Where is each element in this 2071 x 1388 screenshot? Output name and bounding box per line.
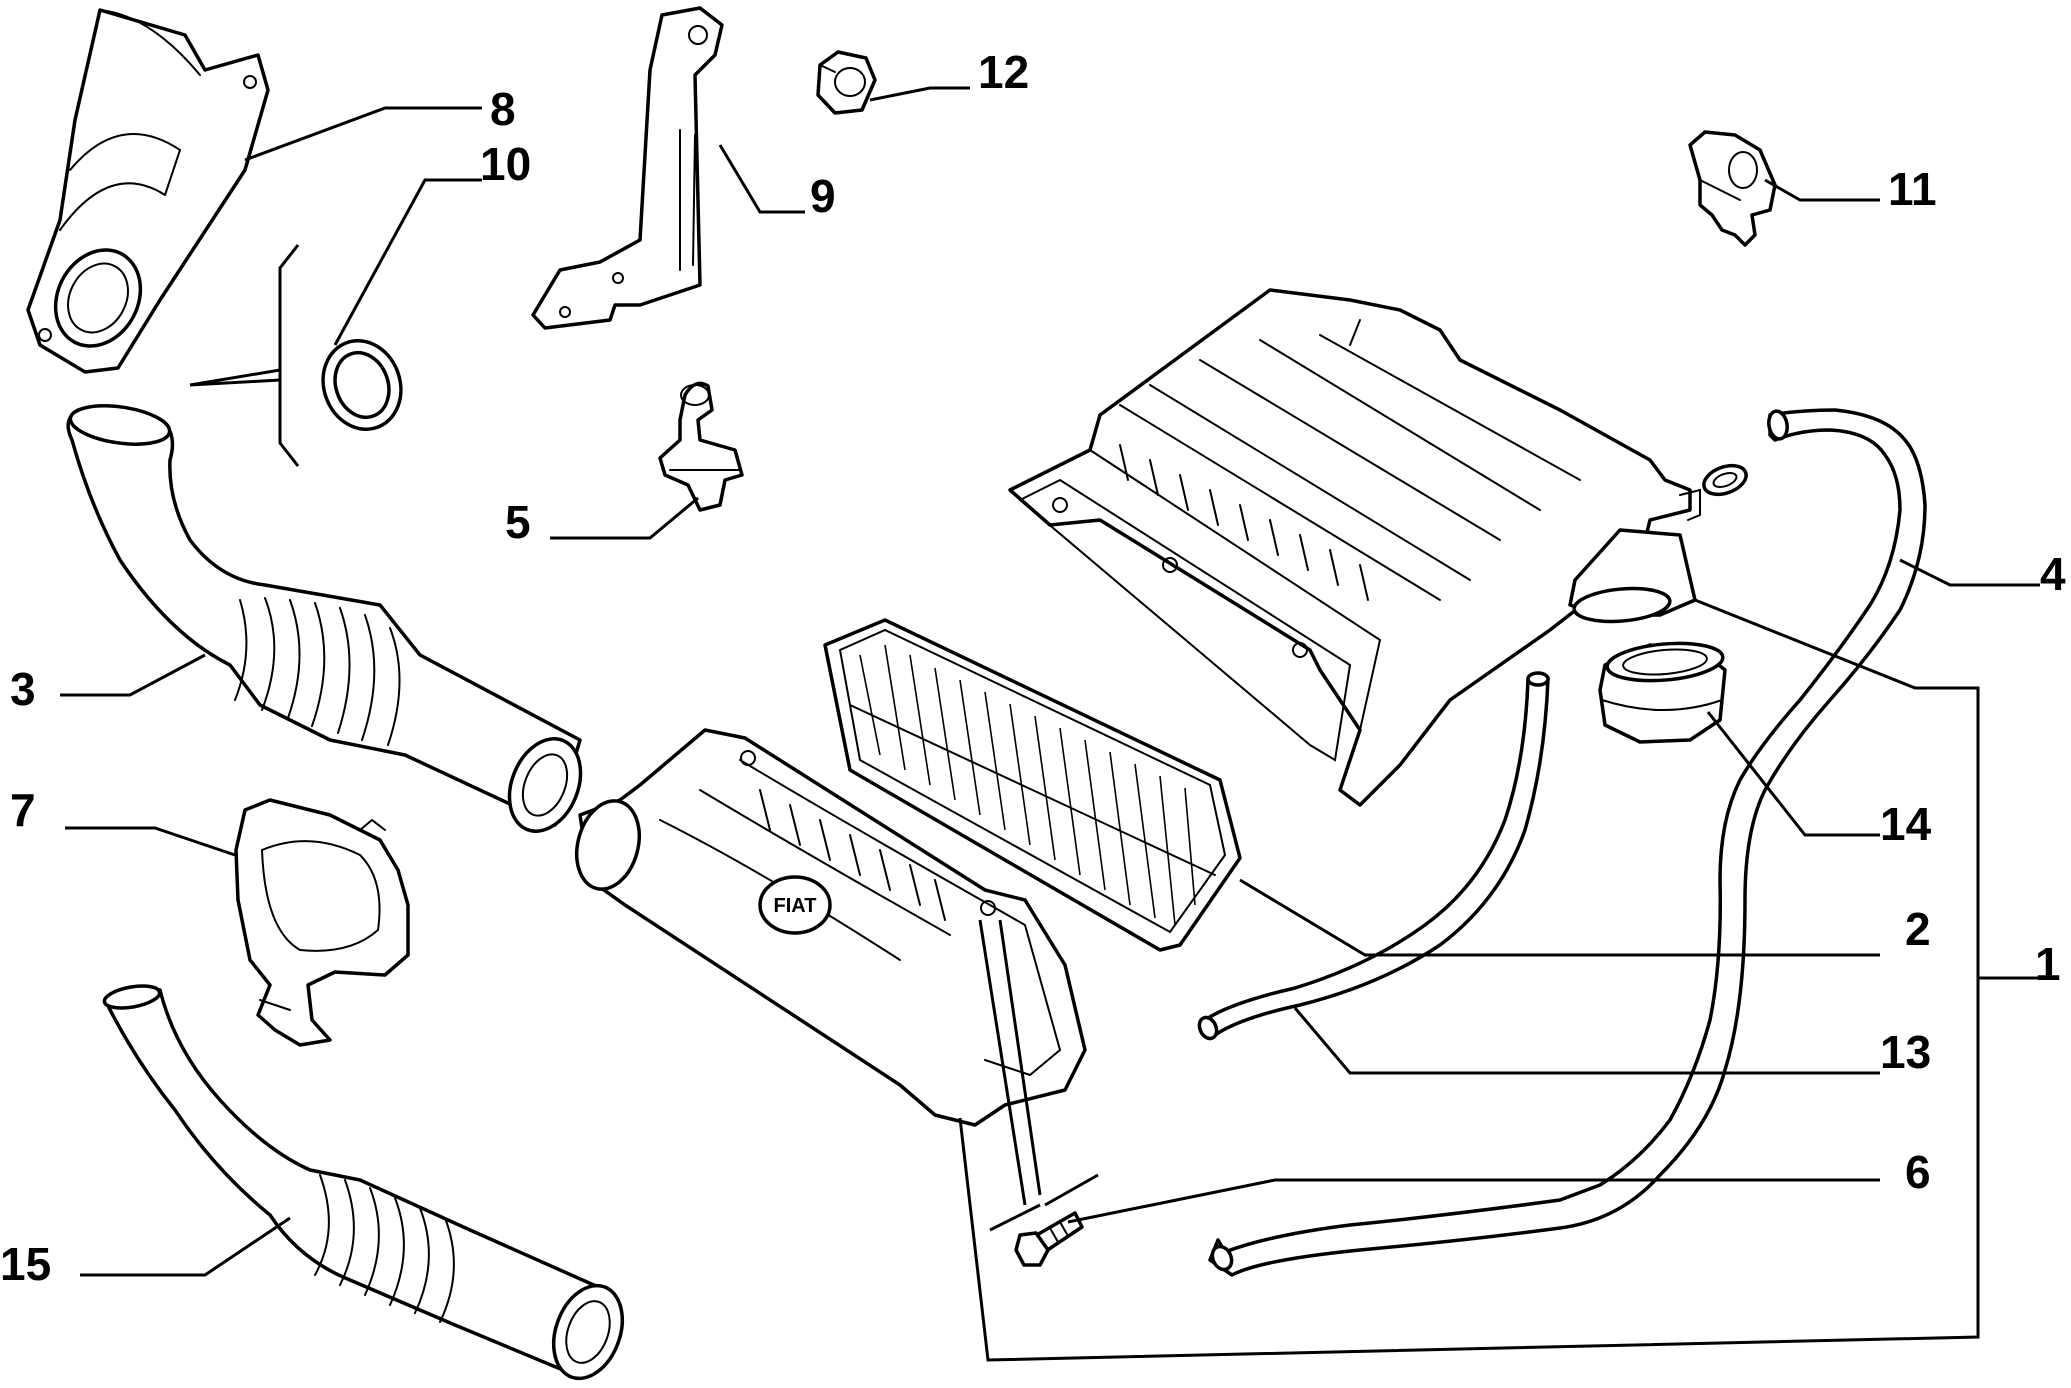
leader-9: [718, 144, 805, 214]
callout-15: 15: [0, 1238, 51, 1290]
leader-lines: [60, 86, 2040, 1362]
part-5-rubber-mount: [658, 381, 744, 512]
filter-pleats: [849, 644, 1216, 926]
callout-8: 8: [490, 83, 516, 135]
part-6-bolt: [1014, 1211, 1084, 1267]
part-11-clip: [1688, 130, 1777, 247]
leader-12: [869, 86, 970, 102]
fiat-logo-text: FIAT: [774, 895, 817, 917]
leader-14: [1706, 711, 1880, 837]
leader-8: [244, 106, 482, 162]
part-13-breather-tube: [1197, 671, 1550, 1041]
leader-15: [80, 1216, 291, 1277]
part-8-intake-duct: [26, 8, 270, 374]
part-1-airbox-housing: [1008, 288, 1701, 807]
leader-6-bracket: [978, 919, 1099, 1232]
callout-12: 12: [978, 46, 1029, 98]
part-9-bracket: [531, 6, 724, 330]
callout-5: 5: [505, 496, 531, 548]
callout-4: 4: [2040, 548, 2066, 600]
part-2-air-filter: [823, 618, 1242, 952]
callout-10: 10: [480, 138, 531, 190]
leader-10: [333, 178, 482, 346]
callout-6: 6: [1905, 1146, 1931, 1198]
callout-11: 11: [1888, 163, 1937, 215]
leader-11: [1764, 178, 1880, 202]
grouping-leader-8-3: [189, 368, 281, 387]
callout-14: 14: [1880, 798, 1932, 850]
leader-5: [550, 496, 699, 540]
leader-1-bracket: [958, 598, 1980, 1362]
callout-7: 7: [10, 784, 36, 836]
hose-clip: [1702, 463, 1748, 497]
part-12-nut: [816, 50, 877, 115]
leader-3: [60, 653, 206, 697]
part-10-seal-ring: [321, 339, 403, 431]
leader-4: [1899, 558, 2040, 587]
part-15-intake-hose: [102, 984, 625, 1381]
part-14-connector-sleeve: [1598, 641, 1727, 744]
callout-2: 2: [1905, 903, 1931, 955]
grouping-bracket-8-3: [278, 244, 300, 467]
leader-6: [1067, 1178, 1880, 1224]
callout-labels: 8 10 12 9 11 5 3 7 15 4 14 2 1 13 6: [0, 46, 2066, 1290]
part-4-breather-hose: [1208, 408, 1927, 1277]
leader-7: [65, 826, 236, 857]
callout-13: 13: [1880, 1026, 1931, 1078]
callout-1: 1: [2035, 938, 2061, 990]
part-3-intake-hose: [66, 404, 583, 833]
callout-9: 9: [810, 170, 836, 222]
leader-2: [1239, 878, 1880, 957]
callout-3: 3: [10, 663, 36, 715]
part-1-airbox-cover: FIAT: [575, 728, 1087, 1127]
part-7-hose-clamp: [234, 798, 410, 1047]
leader-13: [1293, 1007, 1880, 1075]
